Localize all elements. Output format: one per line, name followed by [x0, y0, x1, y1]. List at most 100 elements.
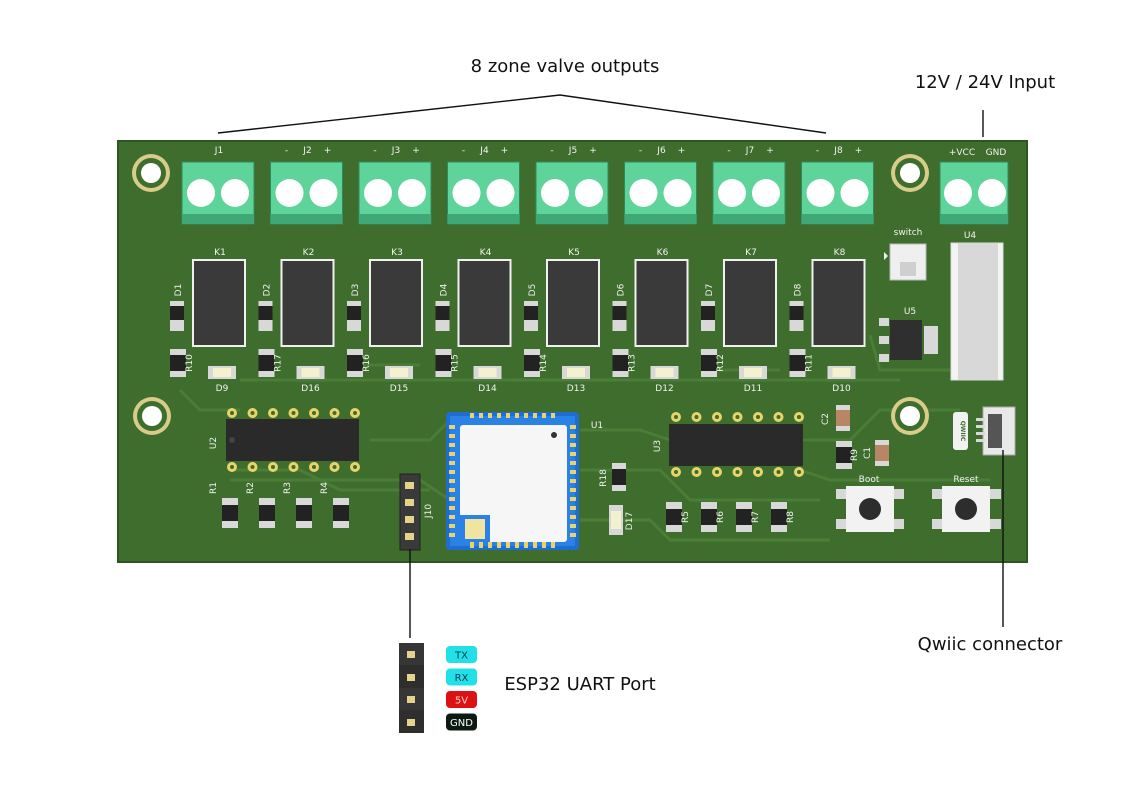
- plus-label: +: [855, 146, 863, 156]
- led-d15: D15: [385, 366, 413, 394]
- r9-resistor: R9: [836, 441, 860, 469]
- boot-label: Boot: [859, 475, 880, 485]
- r18-label: R18: [599, 469, 609, 487]
- led-label: D16: [301, 384, 320, 394]
- uart-pin-5v-badge: 5V: [446, 691, 477, 708]
- terminal-label: J5: [568, 146, 577, 156]
- resistor-label: R10: [185, 354, 195, 372]
- resistor-label: R12: [716, 354, 726, 372]
- d17-label: D17: [625, 512, 635, 530]
- led-d11: D11: [739, 366, 767, 394]
- minus-label: -: [373, 146, 376, 156]
- zone-outputs-leader: [217, 94, 827, 134]
- vcc-label: +VCC: [949, 148, 975, 158]
- u4-label: U4: [964, 231, 977, 241]
- plus-label: +: [412, 146, 420, 156]
- mounting-hole-tr: [891, 154, 929, 192]
- led-label: D14: [478, 384, 497, 394]
- terminal-block-j1: J1: [181, 146, 255, 225]
- diode-d8: D8: [789, 283, 804, 331]
- diode-d5: D5: [524, 284, 538, 331]
- mounting-hole-br: [891, 397, 929, 435]
- diode-label: D6: [617, 283, 627, 296]
- diode-label: D1: [174, 284, 184, 297]
- resistor-label: R7: [751, 511, 761, 523]
- zone-outputs-callout: 8 zone valve outputs: [471, 56, 660, 77]
- diode-label: D4: [440, 283, 450, 296]
- led-label: D15: [390, 384, 408, 394]
- uart-pin-label: RX: [455, 673, 469, 684]
- esp32-module: U1: [446, 412, 603, 550]
- diode-d7: D7: [701, 284, 715, 331]
- plus-label: +: [589, 146, 597, 156]
- resistor-label: R4: [320, 482, 330, 494]
- boot-button[interactable]: Boot: [836, 475, 904, 532]
- terminal-label: J8: [833, 146, 843, 156]
- relay-label: K6: [657, 248, 669, 258]
- qwiic-callout: Qwiic connector: [918, 634, 1063, 655]
- relay-k4: K4: [457, 248, 512, 347]
- relay-k8: K8: [811, 248, 866, 347]
- diode-d2: D2: [258, 284, 273, 331]
- u1-label: U1: [591, 421, 603, 431]
- diode-label: D5: [528, 284, 538, 297]
- minus-label: -: [550, 146, 553, 156]
- mounting-hole-tl: [132, 154, 170, 192]
- led-label: D10: [832, 384, 851, 394]
- minus-label: -: [462, 146, 465, 156]
- resistor-r14: R14: [524, 349, 549, 377]
- u3-chip: U3: [653, 412, 804, 477]
- relay-k2: K2: [280, 248, 335, 347]
- led-label: D13: [567, 384, 585, 394]
- switch: switch: [884, 228, 927, 281]
- uart-header-zoom: [399, 643, 424, 733]
- led-d9: D9: [208, 366, 236, 394]
- c2-capacitor: C2: [821, 405, 850, 431]
- led-d12: D12: [650, 366, 679, 394]
- terminal-label: J6: [656, 146, 666, 156]
- resistor-label: R15: [451, 354, 461, 372]
- mounting-hole-bl: [133, 397, 171, 435]
- led-d10: D10: [827, 366, 856, 394]
- minus-label: -: [285, 146, 288, 156]
- relay-k7: K7: [723, 248, 777, 347]
- relay-k3: K3: [369, 248, 423, 347]
- qwiic-port: QWIIC: [953, 406, 1016, 456]
- terminal-block-j4: J4-+: [447, 146, 520, 225]
- power-input-callout: 12V / 24V Input: [915, 72, 1055, 93]
- terminal-label: J3: [391, 146, 400, 156]
- terminal-label: J4: [479, 146, 489, 156]
- resistor-label: R16: [362, 354, 372, 372]
- led-label: D12: [655, 384, 673, 394]
- terminal-label: J2: [302, 146, 311, 156]
- relay-label: K5: [568, 248, 580, 258]
- c2-label: C2: [821, 413, 831, 425]
- resistor-r17: R17: [258, 349, 284, 377]
- uart-pin-label: GND: [450, 718, 473, 729]
- switch-label: switch: [894, 228, 923, 238]
- diode-d4: D4: [435, 283, 450, 331]
- resistor-label: R6: [716, 511, 726, 523]
- terminal-block-j8: J8-+: [801, 146, 874, 225]
- terminal-label: J1: [214, 146, 223, 156]
- relay-label: K7: [745, 248, 757, 258]
- u5-regulator: U5: [879, 307, 938, 362]
- reset-label: Reset: [953, 475, 979, 485]
- reset-button[interactable]: Reset: [932, 475, 1001, 532]
- terminal-block-j2: J2-+: [270, 146, 343, 225]
- c1-capacitor: C1: [863, 440, 889, 466]
- resistor-r15: R15: [435, 349, 461, 377]
- c1-label: C1: [863, 447, 873, 459]
- relay-k6: K6: [634, 248, 689, 347]
- diode-label: D7: [705, 284, 715, 297]
- resistor-label: R3: [283, 482, 293, 494]
- resistor-r7: R7: [736, 502, 761, 532]
- relay-label: K4: [480, 248, 492, 258]
- u2-chip: U1 U2: [209, 408, 360, 472]
- terminal-label: J7: [745, 146, 754, 156]
- diode-d3: D3: [347, 284, 361, 331]
- plus-label: +: [678, 146, 686, 156]
- resistor-r5: R5: [666, 502, 691, 532]
- uart-pin-gnd-badge: GND: [446, 713, 477, 731]
- minus-label: -: [639, 146, 642, 156]
